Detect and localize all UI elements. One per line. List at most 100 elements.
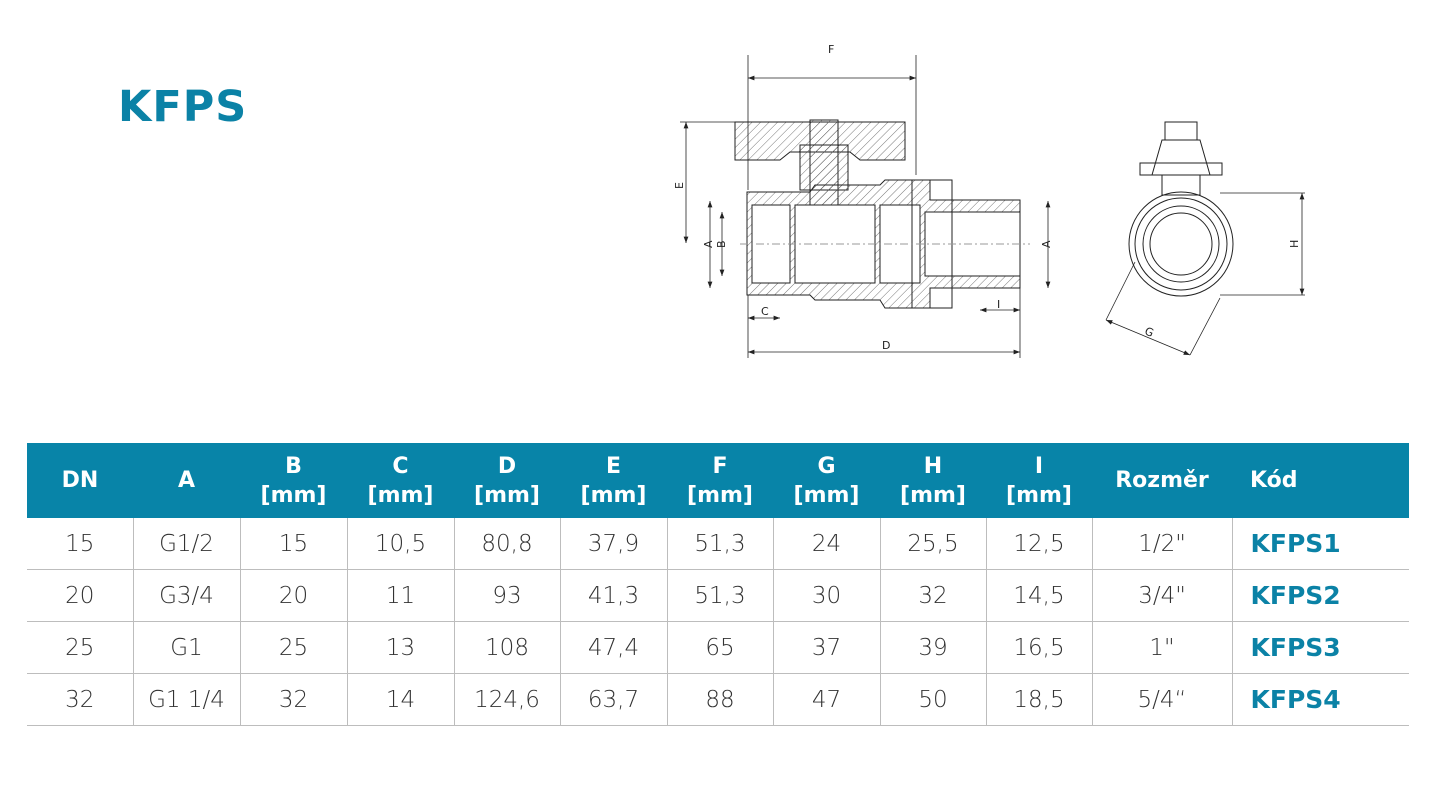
table-cell: 20 [240, 569, 348, 622]
side-view [734, 119, 1030, 309]
table-cell: 1" [1092, 621, 1233, 674]
table-cell: 41,3 [560, 569, 668, 622]
header-dn: DN [27, 443, 133, 518]
product-title: KFPS [118, 82, 248, 132]
header-e: E [mm] [560, 443, 667, 518]
header-c: C [mm] [347, 443, 454, 518]
table-cell: 32 [240, 673, 348, 726]
table-cell: 1/2" [1092, 518, 1233, 570]
table-cell: 15 [240, 518, 348, 570]
table-cell: 3/4" [1092, 569, 1233, 622]
table-cell: 18,5 [986, 673, 1093, 726]
table-cell: 25,5 [880, 518, 987, 570]
table-cell: G1/2 [133, 518, 241, 570]
table-cell: 93 [454, 569, 561, 622]
header-label: I [1034, 453, 1044, 479]
header-unit: [mm] [367, 482, 434, 508]
table-cell: 20 [27, 569, 134, 622]
table-cell: 37 [773, 621, 881, 674]
header-g: G [mm] [773, 443, 880, 518]
header-a: A [133, 443, 240, 518]
table-cell: G1 [133, 621, 241, 674]
header-b: B [mm] [240, 443, 347, 518]
front-view [1105, 121, 1305, 356]
table-cell: 47,4 [560, 621, 668, 674]
dimensions-table: DN A B [mm] C [mm] D [mm] E [mm] F [mm] G [mm]… [27, 443, 1409, 726]
table-cell: 16,5 [986, 621, 1093, 674]
header-label: C [392, 453, 409, 479]
header-label: DN [61, 468, 99, 493]
dim-label-h: H [1288, 240, 1301, 248]
dim-label-a-right: A [1040, 240, 1053, 248]
table-cell: 63,7 [560, 673, 668, 726]
header-kod: Kód [1232, 443, 1409, 518]
table-cell: 25 [240, 621, 348, 674]
header-label: Kód [1250, 468, 1298, 493]
header-unit: [mm] [1006, 482, 1072, 508]
header-unit: [mm] [793, 482, 860, 508]
header-label: D [497, 453, 517, 479]
table-header-row: DN A B [mm] C [mm] D [mm] E [mm] F [mm] G [mm]… [27, 443, 1409, 518]
header-d: D [mm] [454, 443, 560, 518]
dim-label-f: F [828, 43, 834, 56]
dim-label-c: C [761, 305, 769, 318]
dim-label-e: E [673, 182, 686, 189]
table-cell: 10,5 [347, 518, 455, 570]
table-cell: 65 [667, 621, 774, 674]
dim-label-d: D [882, 339, 890, 352]
header-label: Rozměr [1115, 468, 1209, 493]
header-unit: [mm] [260, 482, 327, 508]
product-code-cell: KFPS4 [1232, 673, 1409, 726]
table-cell: 14 [347, 673, 455, 726]
dim-label-i: I [997, 298, 1000, 311]
table-cell: 51,3 [667, 518, 774, 570]
header-label: B [285, 453, 302, 479]
table-cell: 124,6 [454, 673, 561, 726]
header-unit: [mm] [900, 482, 966, 508]
table-cell: 51,3 [667, 569, 774, 622]
table-cell: 25 [27, 621, 134, 674]
table-cell: 39 [880, 621, 987, 674]
header-label: H [923, 453, 943, 479]
table-cell: 88 [667, 673, 774, 726]
product-code-cell: KFPS3 [1232, 621, 1409, 674]
table-cell: 11 [347, 569, 455, 622]
table-cell: G3/4 [133, 569, 241, 622]
header-label: F [712, 453, 728, 479]
header-unit: [mm] [474, 482, 540, 508]
table-cell: 50 [880, 673, 987, 726]
header-label: G [817, 453, 836, 479]
table-cell: 108 [454, 621, 561, 674]
header-unit: [mm] [687, 482, 753, 508]
product-code-cell: KFPS2 [1232, 569, 1409, 622]
product-code-cell: KFPS1 [1232, 518, 1409, 570]
table-cell: 37,9 [560, 518, 668, 570]
table-cell: 32 [880, 569, 987, 622]
dim-label-b: B [715, 240, 728, 248]
table-cell: 5/4“ [1092, 673, 1233, 726]
dim-label-g: G [1143, 325, 1156, 340]
dim-label-a-left: A [702, 240, 715, 248]
header-rozmer: Rozměr [1092, 443, 1232, 518]
dimension-lines [680, 55, 1051, 358]
table-cell: 15 [27, 518, 134, 570]
header-f: F [mm] [667, 443, 773, 518]
table-cell: 24 [773, 518, 881, 570]
table-cell: G1 1/4 [133, 673, 241, 726]
table-cell: 14,5 [986, 569, 1093, 622]
header-label: A [177, 468, 196, 493]
table-cell: 32 [27, 673, 134, 726]
header-unit: [mm] [580, 482, 647, 508]
valve-technical-drawing: F E A B A C I D G H [673, 43, 1305, 358]
header-label: E [605, 453, 622, 479]
table-cell: 47 [773, 673, 881, 726]
header-h: H [mm] [880, 443, 986, 518]
table-cell: 80,8 [454, 518, 561, 570]
header-i: I [mm] [986, 443, 1092, 518]
table-cell: 30 [773, 569, 881, 622]
